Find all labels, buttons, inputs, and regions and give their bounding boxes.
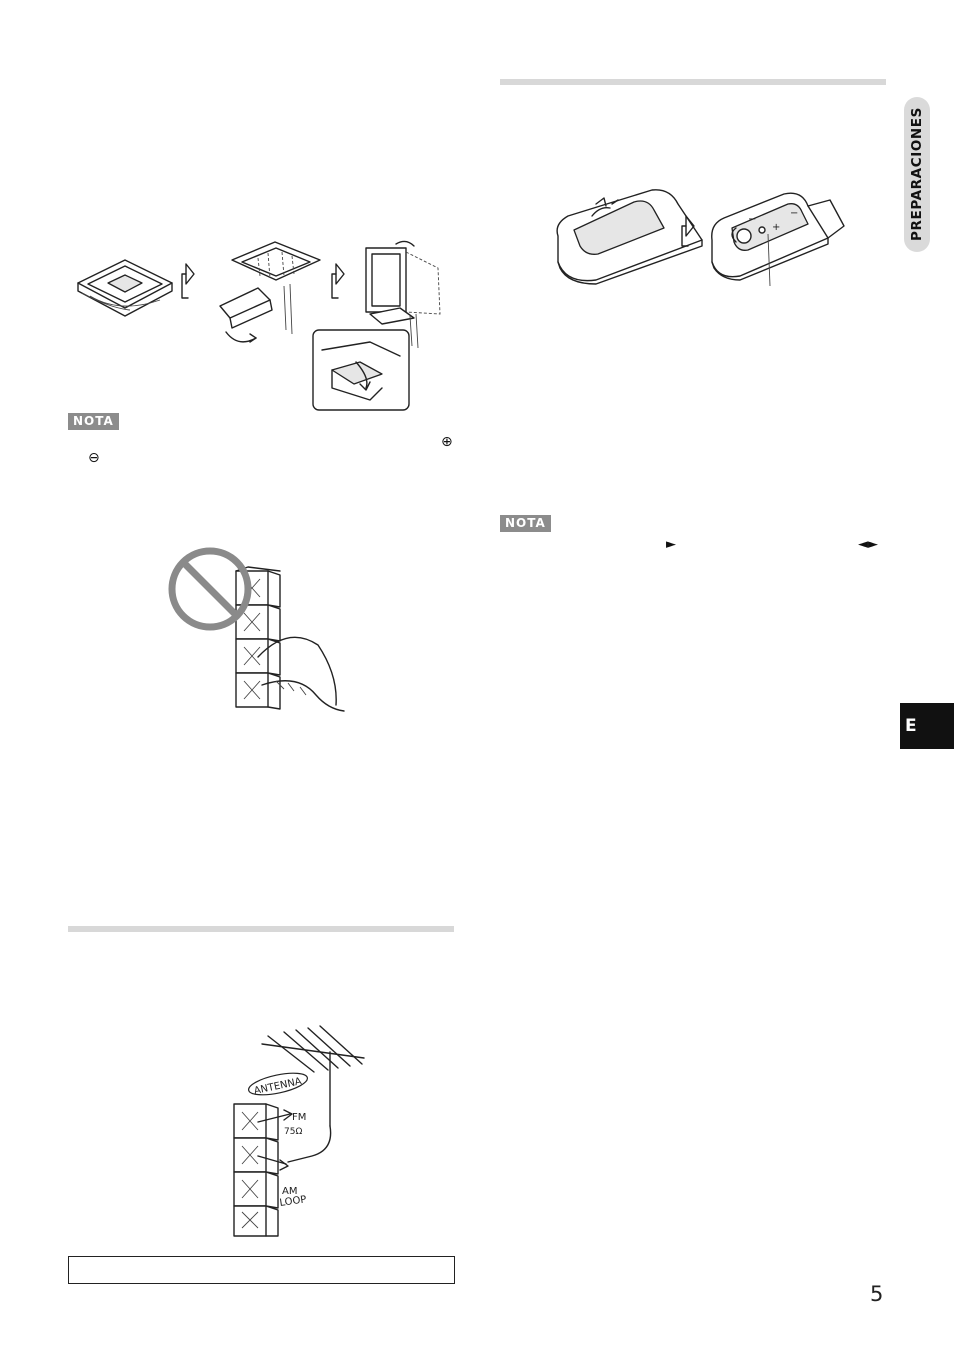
prohibited-connection-figure xyxy=(168,547,345,712)
loop-antenna-folded xyxy=(77,259,173,317)
section-rule-remote xyxy=(500,79,886,85)
terminal-block-outdoor xyxy=(233,1103,293,1237)
outdoor-antenna-figure: ANTENNA FM 75Ω AM LOOP xyxy=(233,1025,365,1237)
section-title: PREPARACIONES xyxy=(909,107,925,241)
section-title-tab: PREPARACIONES xyxy=(904,97,930,252)
language-tab: E xyxy=(900,703,954,749)
note-label-left: NOTA xyxy=(68,413,119,430)
impedance-label: 75Ω xyxy=(284,1127,302,1137)
loop-label: LOOP xyxy=(279,1194,307,1209)
fm-label: FM xyxy=(292,1112,306,1123)
step-arrow-1 xyxy=(181,263,195,299)
svg-text:+: + xyxy=(772,222,780,233)
loop-antenna-unfolding xyxy=(219,241,321,343)
antenna-label-bubble: ANTENNA xyxy=(247,1072,309,1097)
minus-terminal-icon: ⊖ xyxy=(88,450,100,466)
note-label-right: NOTA xyxy=(500,515,551,532)
am-loop-assembly-figure xyxy=(77,240,441,411)
am-label: AM xyxy=(282,1186,297,1197)
step-arrow-3 xyxy=(681,215,695,247)
language-tab-label: E xyxy=(905,716,917,736)
plus-terminal-icon: ⊕ xyxy=(441,434,453,450)
yagi-antenna xyxy=(261,1025,365,1163)
remote-battery-figure: + − − xyxy=(556,189,845,287)
left-right-icon: ◄► xyxy=(858,537,878,552)
page-number: 5 xyxy=(870,1282,884,1306)
play-icon: ► xyxy=(666,537,676,552)
remote-battery-open: + − − xyxy=(711,192,845,287)
antenna-wire xyxy=(257,636,345,712)
svg-text:−: − xyxy=(790,208,798,219)
framed-note-box xyxy=(68,1256,455,1284)
inset-detail-box xyxy=(312,329,410,411)
remote-lid-removal xyxy=(556,189,703,285)
step-arrow-2 xyxy=(331,263,345,299)
prohibited-icon xyxy=(168,547,252,631)
svg-text:−: − xyxy=(748,214,756,225)
section-rule-outdoor-antenna xyxy=(68,926,454,932)
terminal-block xyxy=(235,566,281,710)
loop-antenna-standing xyxy=(365,240,441,349)
